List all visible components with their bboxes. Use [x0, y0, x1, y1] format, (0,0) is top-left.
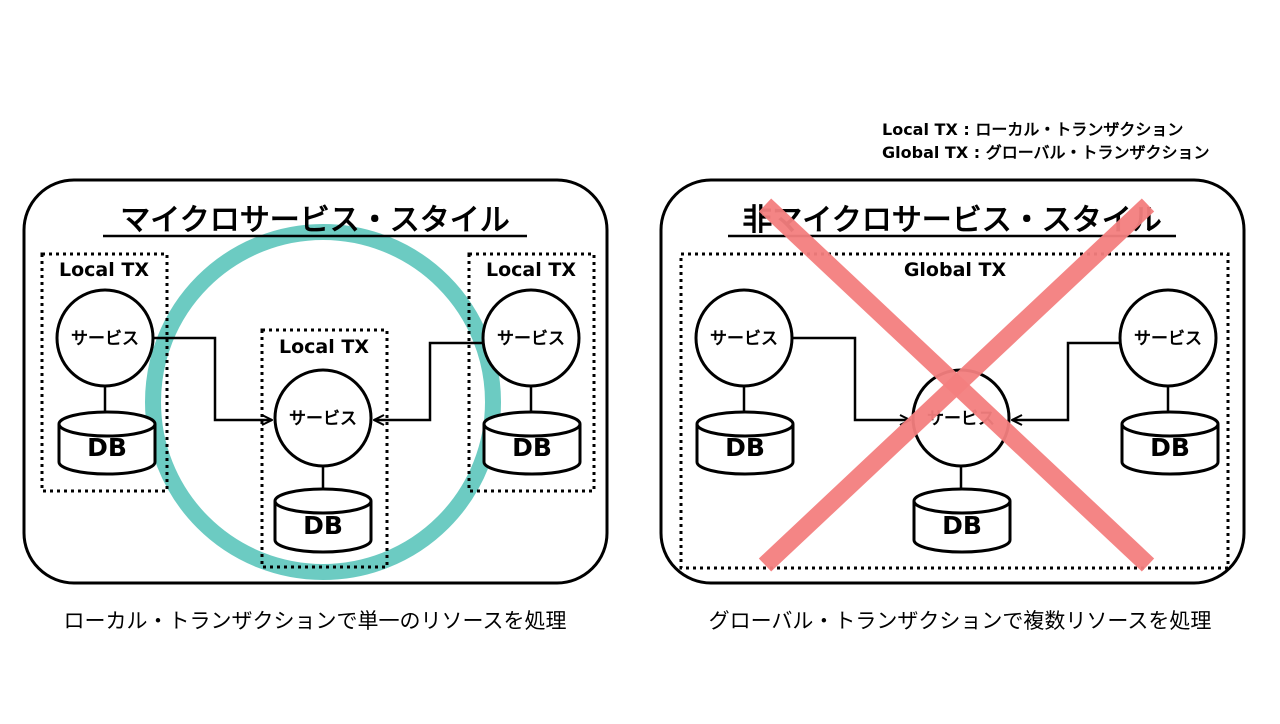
- right-caption: グローバル・トランザクションで複数リソースを処理: [709, 609, 1212, 633]
- service-circle-center: [273, 368, 373, 468]
- db-label-center-r: DB: [942, 511, 982, 540]
- arrow-left-to-center: [154, 336, 272, 420]
- cross-stroke-2: [758, 198, 1155, 572]
- local-tx-label-left: Local TX: [59, 259, 149, 281]
- db-cylinder-center-r: DB: [912, 487, 1012, 554]
- service-circle-left: [55, 288, 155, 388]
- arrow-left-to-center-r: [792, 336, 910, 420]
- right-panel: 非マイクロサービス・スタイル Global TX サービス サービス サービス …: [659, 178, 1246, 633]
- right-panel-frame: [659, 178, 1246, 585]
- legend-local: Local TX : ローカル・トランザクション: [882, 120, 1183, 139]
- left-panel-frame: [22, 178, 609, 585]
- db-label-left: DB: [87, 433, 127, 462]
- left-panel: マイクロサービス・スタイル Local TX Local TX Local TX…: [22, 178, 609, 633]
- local-tx-label-right: Local TX: [486, 259, 576, 281]
- db-cylinder-right-r: DB: [1120, 410, 1220, 476]
- db-label-right: DB: [512, 433, 552, 462]
- db-cylinder-left-r: DB: [695, 410, 795, 476]
- local-highlight-ring: [145, 224, 501, 580]
- service-label-left: サービス: [71, 329, 139, 349]
- db-label-right-r: DB: [1150, 433, 1190, 462]
- arrow-right-to-center-r: [1012, 341, 1120, 420]
- global-tx-box: [679, 252, 1230, 570]
- global-tx-label: Global TX: [904, 259, 1007, 281]
- local-tx-label-center: Local TX: [279, 336, 369, 358]
- db-label-left-r: DB: [725, 433, 765, 462]
- right-title: 非マイクロサービス・スタイル: [742, 203, 1161, 238]
- service-label-center: サービス: [289, 409, 357, 429]
- left-title: マイクロサービス・スタイル: [120, 203, 509, 238]
- db-cylinder-right: DB: [482, 410, 582, 476]
- left-caption: ローカル・トランザクションで単一のリソースを処理: [64, 609, 567, 633]
- service-label-left-r: サービス: [710, 329, 778, 349]
- arrow-right-to-center: [374, 341, 483, 420]
- legend-global: Global TX : グローバル・トランザクション: [882, 143, 1210, 162]
- db-label-center: DB: [303, 511, 343, 540]
- db-cylinder-center: DB: [273, 487, 373, 554]
- db-cylinder-left: DB: [57, 410, 157, 476]
- service-label-right: サービス: [497, 329, 565, 349]
- service-circle-right-r: [1118, 288, 1218, 388]
- service-label-right-r: サービス: [1134, 329, 1202, 349]
- service-circle-right: [481, 288, 581, 388]
- service-circle-left-r: [694, 288, 794, 388]
